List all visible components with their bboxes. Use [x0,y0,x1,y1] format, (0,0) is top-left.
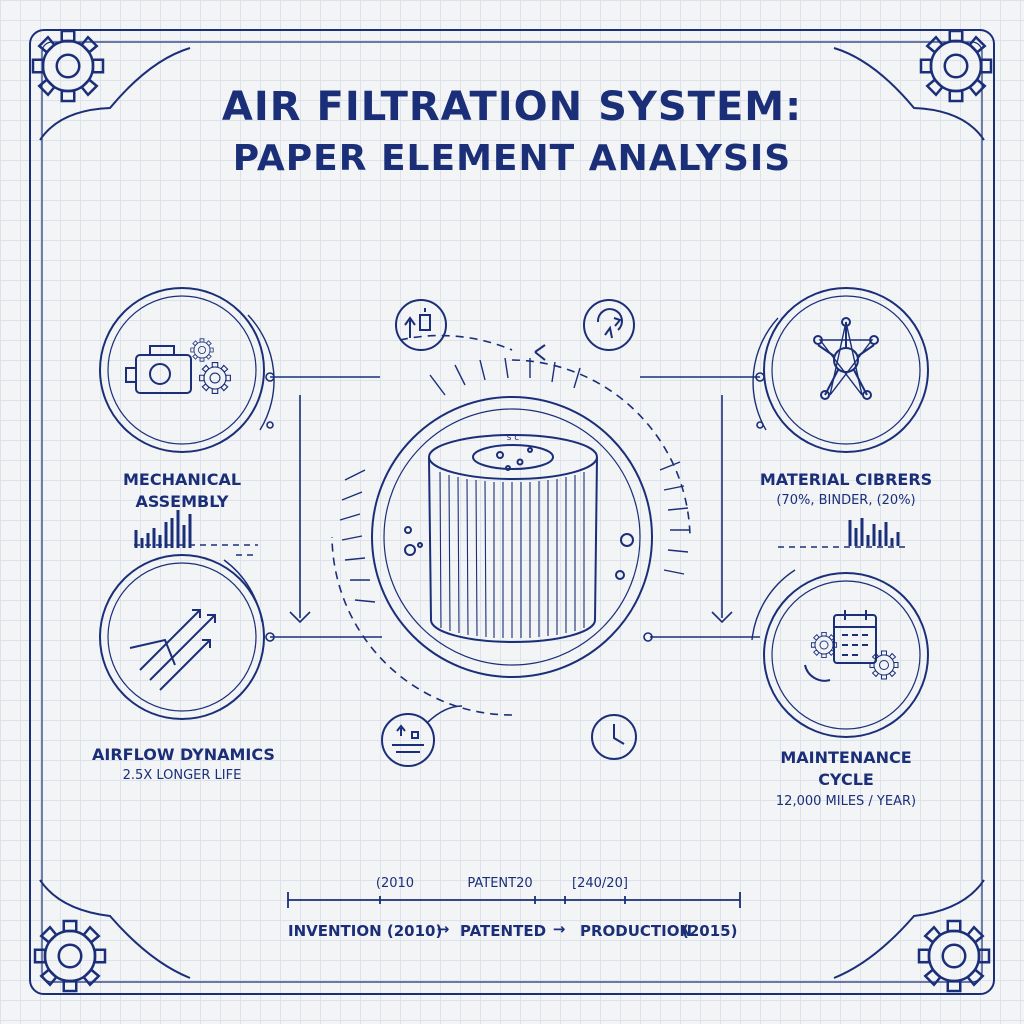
timeline-invention: INVENTION (2010) [288,922,443,940]
timeline-axis [287,892,741,908]
airflow-detail: 2.5X LONGER LIFE [122,768,242,783]
recycle-flow-icon [583,299,635,351]
center-filter-ring [331,334,691,716]
calendar-gears-icon [804,610,899,682]
engine-gears-icon [125,338,231,394]
clock-icon [591,714,637,760]
maintenance-cycle-node [751,569,929,738]
center-hatching [339,357,690,603]
material-detail: (70%, BINDER, (20%) [776,493,916,508]
corner-gear-bottom-right-icon [833,879,991,993]
corner-gear-top-left-icon [31,29,191,141]
page-title-line2: PAPER ELEMENT ANALYSIS [232,138,792,179]
timeline-top-label-3: [240/20] [572,876,628,891]
corner-gear-top-right-icon [833,29,993,141]
corner-gear-bottom-left-icon [33,879,191,993]
timeline-arrow-icon: → [436,920,450,938]
fluid-level-icon [381,705,463,767]
timeline-top-label-1: (2010 [375,876,415,891]
pressure-valve-icon [395,299,447,351]
mechanical-label-line1: MECHANICAL [122,470,242,489]
maintenance-detail: 12,000 MILES / YEAR) [775,794,917,809]
timeline-top-label-2: PATENT20 [467,876,533,891]
fiber-network-icon [813,317,879,400]
material-fibers-node [752,287,929,453]
airflow-label: AIRFLOW DYNAMICS [92,745,275,764]
outer-frame [29,29,995,995]
timeline-production-year: (2015) [682,922,738,940]
mechanical-assembly-node [99,287,275,453]
maintenance-label-line2: CYCLE [818,770,874,789]
airflow-arrows-icon [129,609,216,691]
airflow-dynamics-node [99,554,265,720]
air-filter-cartridge-icon [404,434,634,643]
maintenance-label-line1: MAINTENANCE [780,748,912,767]
mechanical-label-line2: ASSEMBLY [135,492,229,511]
material-label: MATERIAL CIBRERS [759,470,933,489]
timeline-production: PRODUCTION [580,922,693,940]
timeline-patented: PATENTED [460,922,547,940]
mechanical-bar-chart [134,510,192,548]
timeline-arrow-2-icon: → [552,920,566,938]
filter-cap-marks: s c [507,433,520,443]
material-bar-chart [848,518,900,546]
page-title-line1: AIR FILTRATION SYSTEM: [221,84,803,130]
